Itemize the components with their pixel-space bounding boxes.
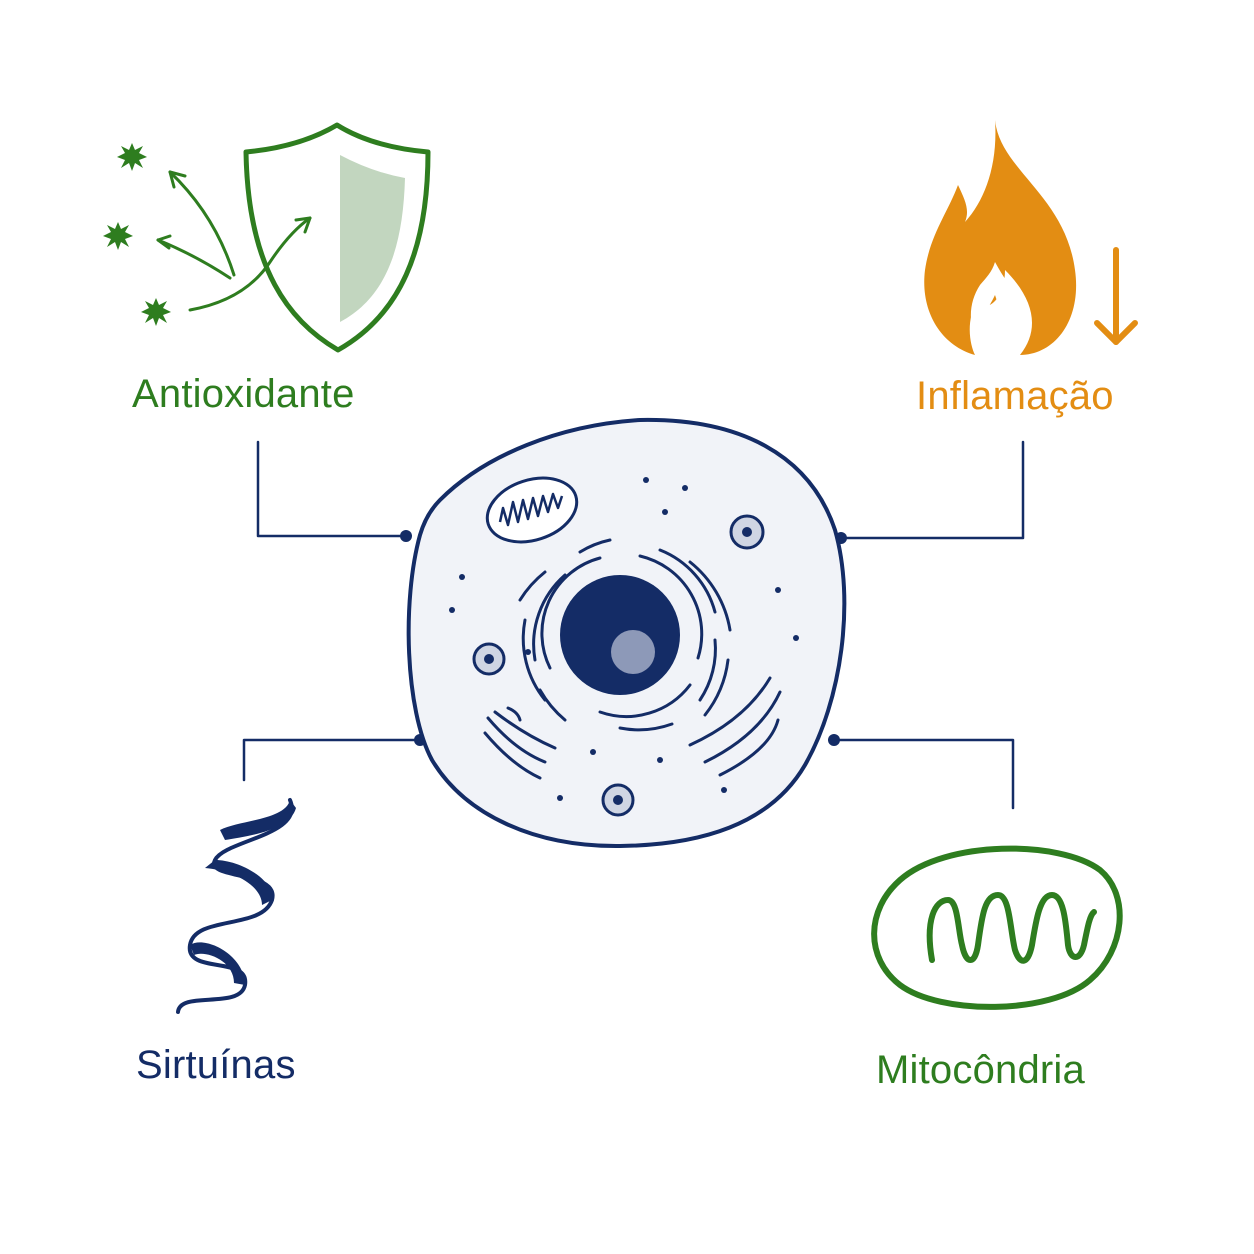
antioxidant-shield-icon	[103, 122, 431, 353]
connector-sirtuins	[242, 738, 422, 782]
endoplasmic-reticulum	[518, 538, 732, 732]
connector-antioxidant	[256, 440, 408, 538]
golgi-apparatus	[688, 676, 782, 777]
inflammation-flame-icon	[924, 120, 1138, 355]
cell-illustration	[406, 417, 847, 849]
rough-er-stack	[483, 706, 557, 780]
nucleolus	[611, 630, 655, 674]
shield-highlight	[340, 155, 405, 322]
decrease-arrow-icon	[1094, 247, 1138, 345]
cell-mitochondrion	[485, 476, 579, 544]
free-radical-icon	[117, 143, 147, 171]
sirtuin-helix-icon	[176, 798, 296, 1014]
connector-dot-antioxidant	[400, 530, 412, 542]
label-sirtuins: Sirtuínas	[136, 1043, 296, 1087]
connector-inflammation	[839, 440, 1025, 540]
label-inflammation: Inflamação	[916, 374, 1114, 418]
ribosomes	[449, 477, 799, 801]
free-radical-icon	[103, 222, 133, 250]
flame-inner	[970, 262, 1026, 352]
mitochondrion-icon	[871, 845, 1123, 1010]
connector-dot-mitochondria	[828, 734, 840, 746]
free-radical-icon	[141, 298, 171, 326]
label-antioxidant: Antioxidante	[132, 372, 355, 416]
free-radical-icons	[103, 143, 171, 326]
label-mitochondria: Mitocôndria	[876, 1048, 1085, 1092]
vesicles	[472, 514, 765, 817]
deflection-arrows	[156, 170, 312, 312]
connector-mitochondria	[832, 738, 1015, 810]
